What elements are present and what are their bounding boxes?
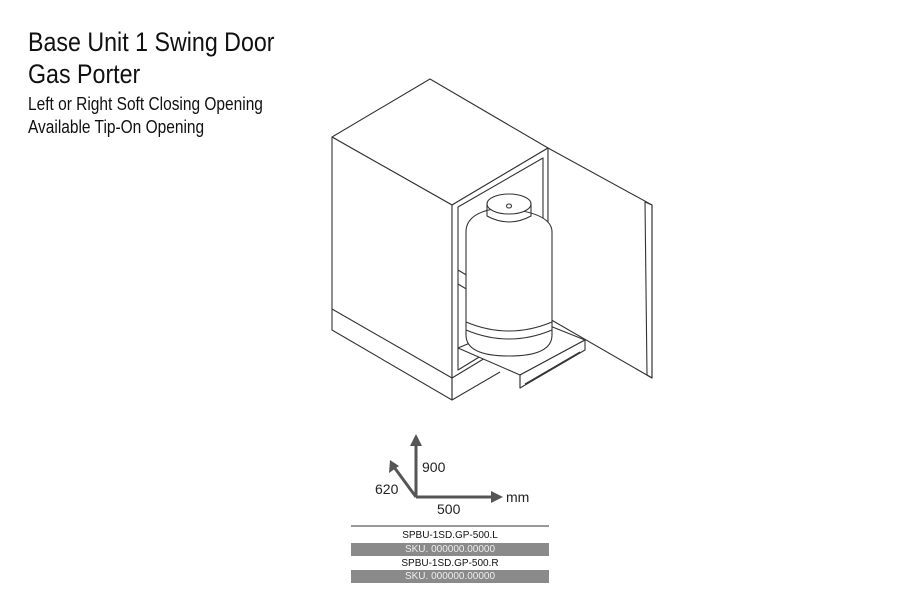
- depth-dimension: 620: [375, 481, 399, 497]
- variant-sku-left: SKU. 000000.00000: [351, 543, 549, 556]
- product-title: Base Unit 1 Swing Door: [28, 27, 275, 57]
- unit-label: mm: [506, 489, 530, 505]
- width-dimension: 500: [437, 501, 461, 517]
- variant-code-left: SPBU-1SD.GP-500.L: [402, 530, 498, 541]
- feature-opening: Left or Right Soft Closing Opening: [28, 94, 263, 114]
- product-subtitle: Gas Porter: [28, 59, 141, 89]
- feature-tip-on: Available Tip-On Opening: [28, 117, 205, 137]
- dimension-arrows: [392, 442, 495, 499]
- height-dimension: 900: [422, 459, 446, 475]
- variant-sku-right: SKU. 000000.00000: [351, 570, 549, 583]
- variant-code-right: SPBU-1SD.GP-500.R: [401, 558, 499, 569]
